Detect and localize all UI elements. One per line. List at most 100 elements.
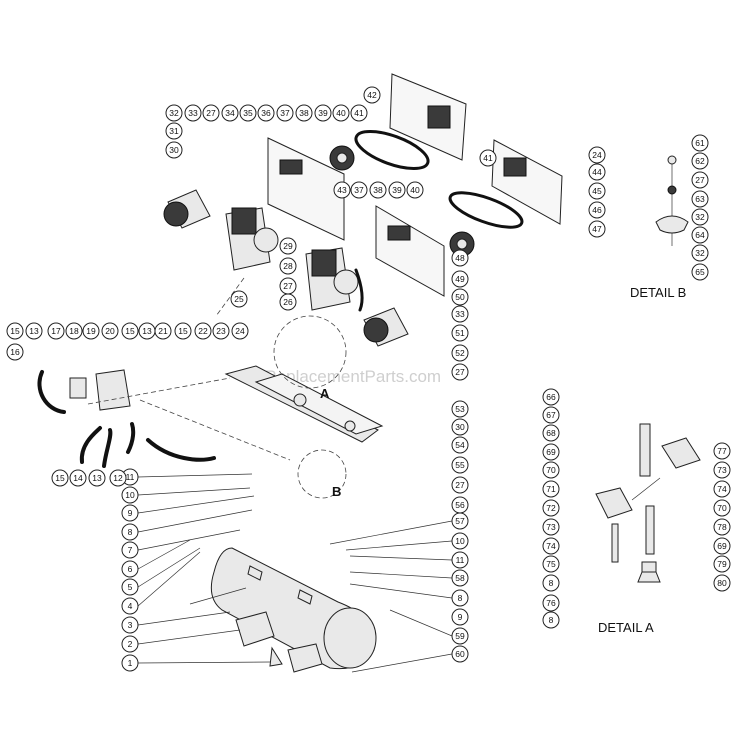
callout-59: 59 <box>451 627 469 645</box>
callout-48: 48 <box>451 249 469 267</box>
callout-78: 78 <box>713 518 731 536</box>
callout-number: 8 <box>128 527 133 537</box>
callout-circle <box>691 208 709 226</box>
callout-number: 53 <box>455 404 465 414</box>
callout-number: 76 <box>546 598 556 608</box>
callout-15: 15 <box>6 322 24 340</box>
callout-35: 35 <box>239 104 257 122</box>
callout-number: 28 <box>283 261 293 271</box>
callout-number: 8 <box>549 615 554 625</box>
callout-58: 58 <box>451 569 469 587</box>
callout-number: 33 <box>455 309 465 319</box>
callout-circle <box>542 574 560 592</box>
callout-circle <box>165 122 183 140</box>
callout-36: 36 <box>257 104 275 122</box>
callout-number: 48 <box>455 253 465 263</box>
callout-30: 30 <box>451 418 469 436</box>
callout-number: 10 <box>455 536 465 546</box>
marker-b: B <box>332 484 341 499</box>
callout-41: 41 <box>479 149 497 167</box>
callout-1: 1 <box>121 654 139 672</box>
callout-circle <box>588 146 606 164</box>
callout-circle <box>588 182 606 200</box>
callout-number: 52 <box>455 348 465 358</box>
leader-line <box>137 495 255 514</box>
lead-lines <box>137 473 453 673</box>
callout-number: 55 <box>455 460 465 470</box>
callout-circle <box>388 181 406 199</box>
callout-number: 45 <box>592 186 602 196</box>
callout-number: 13 <box>142 326 152 336</box>
callout-number: 13 <box>29 326 39 336</box>
base-plate <box>224 365 384 443</box>
callout-number: 22 <box>198 326 208 336</box>
callout-number: 40 <box>336 108 346 118</box>
callout-69: 69 <box>542 443 560 461</box>
callout-14: 14 <box>69 469 87 487</box>
callout-number: 9 <box>128 508 133 518</box>
callout-number: 74 <box>546 541 556 551</box>
callout-circle <box>165 141 183 159</box>
leader-line <box>137 529 241 551</box>
callout-number: 9 <box>458 612 463 622</box>
callout-circle <box>109 469 127 487</box>
pumps <box>225 207 359 311</box>
callout-70: 70 <box>713 499 731 517</box>
callout-number: 32 <box>695 248 705 258</box>
callout-number: 24 <box>592 150 602 160</box>
callout-27: 27 <box>279 277 297 295</box>
callout-circle <box>542 499 560 517</box>
leader-line <box>137 473 253 478</box>
main-assembly <box>37 73 563 673</box>
callout-number: 78 <box>717 522 727 532</box>
callout-number: 70 <box>717 503 727 513</box>
callout-number: 30 <box>455 422 465 432</box>
callout-12: 12 <box>109 469 127 487</box>
air-tank <box>189 547 377 673</box>
callout-number: 32 <box>695 212 705 222</box>
callout-circle <box>101 322 119 340</box>
callout-number: 56 <box>455 500 465 510</box>
callout-circle <box>194 322 212 340</box>
callout-circle <box>451 476 469 494</box>
callout-41: 41 <box>350 104 368 122</box>
callout-circle <box>65 322 83 340</box>
callout-number: 27 <box>283 281 293 291</box>
callout-circle <box>588 163 606 181</box>
callout-73: 73 <box>542 518 560 536</box>
callout-circle <box>542 555 560 573</box>
callout-42: 42 <box>363 86 381 104</box>
callout-60: 60 <box>451 645 469 663</box>
callout-4: 4 <box>121 597 139 615</box>
leader-line <box>349 571 453 579</box>
callout-circle <box>451 363 469 381</box>
callout-number: 60 <box>455 649 465 659</box>
callout-32: 32 <box>691 208 709 226</box>
callout-circle <box>121 616 139 634</box>
callout-circle <box>174 322 192 340</box>
callout-circle <box>691 171 709 189</box>
callout-circle <box>451 645 469 663</box>
callout-circle <box>691 134 709 152</box>
callout-circle <box>363 86 381 104</box>
callout-32: 32 <box>165 104 183 122</box>
callout-number: 71 <box>546 484 556 494</box>
callout-7: 7 <box>121 541 139 559</box>
callout-68: 68 <box>542 424 560 442</box>
leader-line <box>137 487 251 496</box>
callout-circle <box>542 537 560 555</box>
detail-a-label: DETAIL A <box>598 620 654 635</box>
callout-number: 69 <box>717 541 727 551</box>
callout-circle <box>713 499 731 517</box>
callout-number: 64 <box>695 230 705 240</box>
callout-circle <box>350 104 368 122</box>
callout-circle <box>138 322 156 340</box>
callout-number: 37 <box>354 185 364 195</box>
callout-number: 67 <box>546 410 556 420</box>
callout-6: 6 <box>121 560 139 578</box>
callout-number: 15 <box>125 326 135 336</box>
callout-circle <box>542 461 560 479</box>
callout-number: 68 <box>546 428 556 438</box>
callout-circle <box>314 104 332 122</box>
